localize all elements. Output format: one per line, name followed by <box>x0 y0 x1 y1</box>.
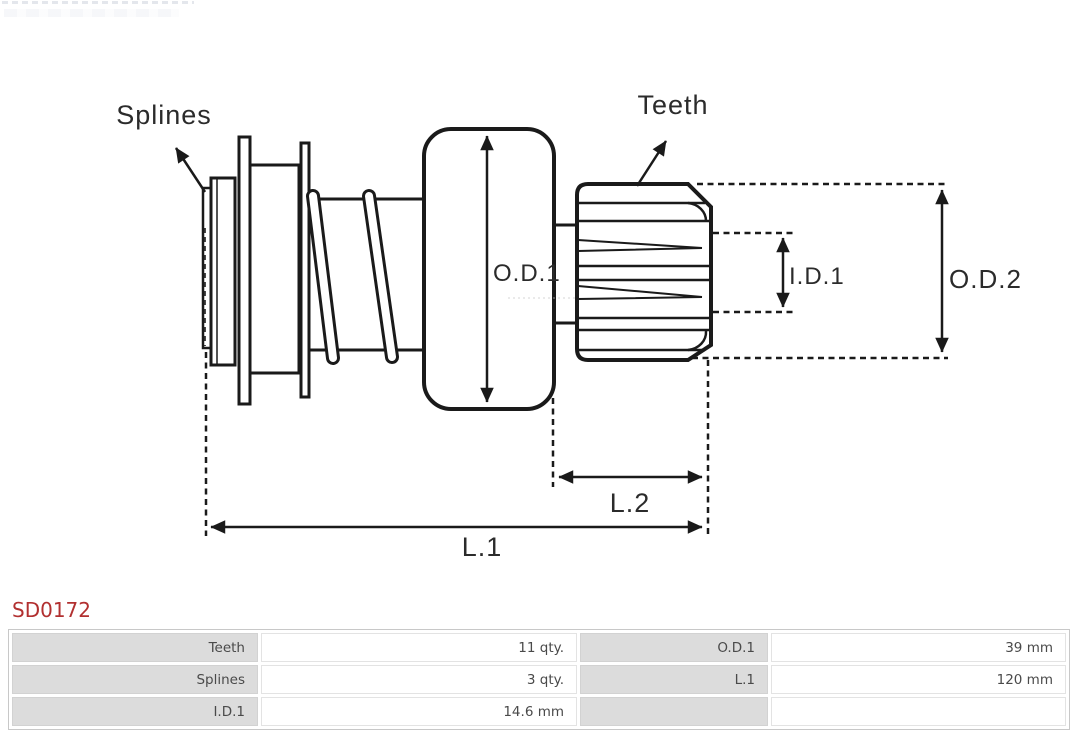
spec-value-empty <box>771 697 1066 726</box>
spring-coil-2 <box>362 189 399 364</box>
label-l2: L.2 <box>610 488 651 518</box>
spec-value: 3 qty. <box>261 665 577 694</box>
spec-label: O.D.1 <box>580 633 768 662</box>
stop-collar <box>209 176 237 367</box>
starter-drive-technical-drawing: Splines Teeth O.D.1 I.D.1 O.D.2 L.2 L.1 <box>116 90 1022 562</box>
spec-label: Teeth <box>12 633 258 662</box>
label-splines: Splines <box>116 100 212 130</box>
label-teeth: Teeth <box>637 90 708 120</box>
spec-label: I.D.1 <box>12 697 258 726</box>
teeth-leader-arrow <box>635 140 668 187</box>
spec-value: 14.6 mm <box>261 697 577 726</box>
label-od1: O.D.1 <box>493 260 561 287</box>
part-code: SD0172 <box>12 598 91 622</box>
dimension-arrows <box>210 135 949 534</box>
spec-value: 120 mm <box>771 665 1066 694</box>
flange-washer-rear <box>299 141 311 399</box>
spec-label: L.1 <box>580 665 768 694</box>
spring-coil-1 <box>306 189 340 365</box>
pinion-tooth-wedges <box>577 239 703 300</box>
pinion-gear <box>575 182 713 362</box>
spec-value: 11 qty. <box>261 633 577 662</box>
clutch-drum <box>248 163 301 375</box>
flange-washer-front <box>237 135 252 406</box>
label-od2: O.D.2 <box>949 264 1022 294</box>
cropped-logo-fragment-2 <box>4 9 179 17</box>
pinion-neck <box>554 223 577 325</box>
pinion-tooth-end-arcs <box>687 201 708 352</box>
spec-value: 39 mm <box>771 633 1066 662</box>
label-l1: L.1 <box>462 532 503 562</box>
extension-lines <box>204 182 948 536</box>
spec-label: Splines <box>12 665 258 694</box>
splines-leader-arrow <box>174 147 207 193</box>
label-id1: I.D.1 <box>789 263 845 290</box>
spec-label-empty <box>580 697 768 726</box>
spec-table: Teeth 11 qty. O.D.1 39 mm Splines 3 qty.… <box>8 629 1070 730</box>
pinion-teeth-lines <box>578 201 710 352</box>
cropped-logo-fragment <box>2 1 194 4</box>
